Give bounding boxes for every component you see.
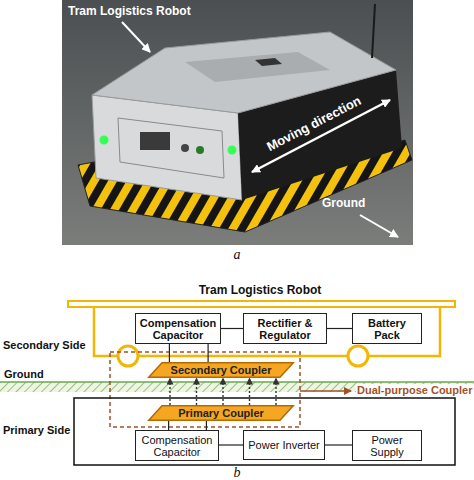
node-text: Compensation Capacitor: [139, 434, 215, 458]
wire: [208, 344, 209, 362]
process-box: Power Inverter: [243, 430, 325, 460]
side-label: Secondary Side: [3, 339, 86, 352]
wire: [327, 328, 352, 329]
front-panel: [118, 118, 224, 178]
wire: [327, 328, 352, 329]
ground-label: Ground: [4, 368, 44, 381]
subfigure-label: a: [229, 247, 245, 262]
node-text: Compensation Capacitor: [139, 317, 217, 341]
node-text: Battery Pack: [356, 317, 418, 341]
antenna: [372, 4, 375, 58]
button: [181, 144, 189, 152]
node-text: Primary Coupler: [178, 406, 264, 420]
coupler-shape: [149, 363, 294, 378]
coupler-plate: Secondary Coupler: [148, 362, 294, 378]
top-panel: [185, 52, 330, 82]
process-box: Battery Pack: [352, 313, 422, 344]
wire: [219, 445, 243, 446]
leader-arrow: [122, 22, 150, 52]
wire: [206, 421, 207, 430]
dotted-arrow: [275, 378, 276, 405]
coupler-label: Dual-purpose Coupler: [356, 384, 474, 397]
coupler-frame: [110, 352, 300, 427]
process-box: Compensation Capacitor: [135, 313, 221, 344]
robot-body: [94, 307, 440, 356]
coupler-plate: Primary Coupler: [148, 405, 294, 421]
top-module: [255, 58, 282, 66]
wheel: [348, 346, 368, 366]
button: [196, 146, 204, 154]
node-text: Secondary Coupler: [171, 363, 272, 377]
wheel: [118, 346, 138, 366]
node-text: Rectifier & Regulator: [247, 317, 323, 341]
robot-roof: [68, 301, 455, 307]
process-box: Power Supply: [352, 430, 422, 461]
callout-label: Ground: [322, 196, 365, 211]
wire: [169, 344, 170, 362]
wire: [168, 421, 169, 430]
photo-background: [62, 0, 413, 245]
robot-outline: Tram Logistics RobotCompensation Capacit…: [60, 283, 460, 345]
green-light: [228, 146, 237, 155]
process-box: Rectifier & Regulator: [243, 313, 327, 344]
front-display: [140, 132, 170, 150]
subfigure-label: b: [229, 465, 245, 480]
coupler-shape: [149, 406, 294, 421]
wire: [169, 344, 208, 362]
wire: [325, 444, 352, 445]
callout-label: Tram Logistics Robot: [68, 4, 191, 19]
wire: [325, 445, 352, 446]
dotted-arrow: [196, 378, 197, 405]
dotted-arrow: [249, 378, 250, 405]
ground-line: [0, 381, 474, 383]
wire: [221, 328, 243, 329]
wire: [221, 328, 243, 329]
power-transfer-arrows: [170, 378, 276, 405]
node-text: Power Inverter: [248, 439, 320, 451]
wire: [169, 421, 207, 430]
wire: [219, 444, 243, 445]
dotted-arrow: [169, 378, 170, 405]
node-text: Tram Logistics Robot: [60, 283, 460, 298]
process-box: Compensation Capacitor: [135, 430, 219, 461]
leader-arrow: [360, 215, 398, 237]
dotted-arrow: [222, 378, 223, 405]
green-light: [100, 136, 109, 145]
node-text: Power Supply: [356, 434, 418, 458]
leader-arrow: [300, 390, 351, 392]
side-label: Primary Side: [3, 424, 70, 437]
direction-label: Moving direction: [257, 89, 371, 159]
primary-frame: [74, 398, 455, 465]
